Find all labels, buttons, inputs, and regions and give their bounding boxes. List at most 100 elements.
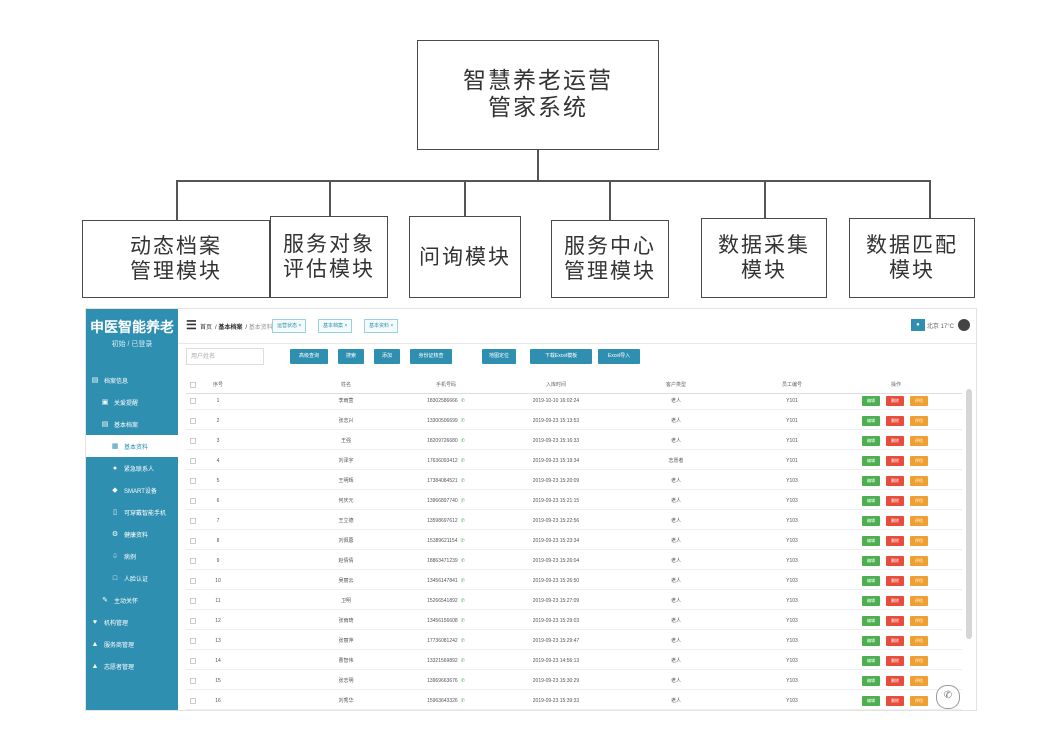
edit-button[interactable]: 编辑 bbox=[862, 536, 880, 546]
sidebar-item[interactable]: ●紧急联系人 bbox=[86, 457, 202, 479]
call-icon[interactable]: ✆ bbox=[460, 598, 465, 604]
call-icon[interactable]: ✆ bbox=[460, 398, 465, 404]
assess-button[interactable]: 评估 bbox=[910, 396, 928, 406]
assess-button[interactable]: 评估 bbox=[910, 516, 928, 526]
sidebar-item[interactable]: ♥机构管理 bbox=[86, 611, 182, 633]
menu-toggle-icon[interactable]: ☰ bbox=[186, 318, 197, 332]
row-checkbox[interactable] bbox=[190, 578, 196, 584]
row-checkbox[interactable] bbox=[190, 658, 196, 664]
assess-button[interactable]: 评估 bbox=[910, 536, 928, 546]
excel-import-button[interactable]: Excel导入 bbox=[598, 349, 640, 364]
edit-button[interactable]: 编辑 bbox=[862, 636, 880, 646]
edit-button[interactable]: 编辑 bbox=[862, 596, 880, 606]
tab-operation[interactable]: 运营状态 × bbox=[272, 319, 307, 333]
delete-button[interactable]: 删除 bbox=[886, 476, 904, 486]
sidebar-item[interactable]: ⚙健康资料 bbox=[86, 523, 202, 545]
call-icon[interactable]: ✆ bbox=[460, 518, 465, 524]
row-checkbox[interactable] bbox=[190, 678, 196, 684]
call-icon[interactable]: ✆ bbox=[460, 618, 465, 624]
call-icon[interactable]: ✆ bbox=[460, 478, 465, 484]
assess-button[interactable]: 评估 bbox=[910, 416, 928, 426]
assess-button[interactable]: 评估 bbox=[910, 616, 928, 626]
sidebar-item[interactable]: ♤病例 bbox=[86, 545, 202, 567]
edit-button[interactable]: 编辑 bbox=[862, 396, 880, 406]
row-checkbox[interactable] bbox=[190, 478, 196, 484]
row-checkbox[interactable] bbox=[190, 398, 196, 404]
assess-button[interactable]: 评估 bbox=[910, 696, 928, 706]
assess-button[interactable]: 评估 bbox=[910, 596, 928, 606]
delete-button[interactable]: 删除 bbox=[886, 616, 904, 626]
delete-button[interactable]: 删除 bbox=[886, 576, 904, 586]
sidebar-item[interactable]: ✎主动关怀 bbox=[86, 589, 192, 611]
edit-button[interactable]: 编辑 bbox=[862, 456, 880, 466]
add-button[interactable]: 添加 bbox=[374, 349, 400, 364]
edit-button[interactable]: 编辑 bbox=[862, 496, 880, 506]
delete-button[interactable]: 删除 bbox=[886, 396, 904, 406]
row-checkbox[interactable] bbox=[190, 558, 196, 564]
advanced-search-button[interactable]: 高级查询 bbox=[290, 349, 328, 364]
search-input[interactable]: 用户姓名 bbox=[186, 348, 264, 365]
call-icon[interactable]: ✆ bbox=[460, 658, 465, 664]
tab-basic-info[interactable]: 基本资料 × bbox=[364, 319, 399, 333]
edit-button[interactable]: 编辑 bbox=[862, 616, 880, 626]
sidebar-item[interactable]: □人脸认证 bbox=[86, 567, 202, 589]
assess-button[interactable]: 评估 bbox=[910, 576, 928, 586]
row-checkbox[interactable] bbox=[190, 538, 196, 544]
edit-button[interactable]: 编辑 bbox=[862, 656, 880, 666]
delete-button[interactable]: 删除 bbox=[886, 536, 904, 546]
assess-button[interactable]: 评估 bbox=[910, 496, 928, 506]
assess-button[interactable]: 评估 bbox=[910, 456, 928, 466]
call-icon[interactable]: ✆ bbox=[460, 558, 465, 564]
scrollbar[interactable] bbox=[966, 389, 972, 639]
call-icon[interactable]: ✆ bbox=[460, 638, 465, 644]
sidebar-item[interactable]: ▯可穿戴智能手机 bbox=[86, 501, 202, 523]
delete-button[interactable]: 删除 bbox=[886, 676, 904, 686]
edit-button[interactable]: 编辑 bbox=[862, 696, 880, 706]
sidebar-item[interactable]: ◆SMART设备 bbox=[86, 479, 202, 501]
row-checkbox[interactable] bbox=[190, 518, 196, 524]
sidebar-item[interactable]: ▤基本档案 bbox=[86, 413, 192, 435]
delete-button[interactable]: 删除 bbox=[886, 516, 904, 526]
call-icon[interactable]: ✆ bbox=[460, 438, 465, 444]
phone-icon[interactable]: ✆ bbox=[936, 685, 960, 709]
delete-button[interactable]: 删除 bbox=[886, 456, 904, 466]
assess-button[interactable]: 评估 bbox=[910, 656, 928, 666]
map-locate-button[interactable]: 地图定位 bbox=[482, 349, 516, 364]
call-icon[interactable]: ✆ bbox=[460, 678, 465, 684]
delete-button[interactable]: 删除 bbox=[886, 696, 904, 706]
call-icon[interactable]: ✆ bbox=[460, 578, 465, 584]
id-check-button[interactable]: 身份证核查 bbox=[410, 349, 452, 364]
sidebar-item[interactable]: ▲志愿者管理 bbox=[86, 655, 182, 677]
call-icon[interactable]: ✆ bbox=[460, 458, 465, 464]
tab-archive[interactable]: 基本档案 × bbox=[318, 319, 353, 333]
sidebar-item[interactable]: ▤档案信息 bbox=[86, 369, 182, 391]
edit-button[interactable]: 编辑 bbox=[862, 676, 880, 686]
edit-button[interactable]: 编辑 bbox=[862, 476, 880, 486]
breadcrumb-archive[interactable]: 基本档案 bbox=[218, 325, 243, 331]
edit-button[interactable]: 编辑 bbox=[862, 576, 880, 586]
assess-button[interactable]: 评估 bbox=[910, 476, 928, 486]
row-checkbox[interactable] bbox=[190, 698, 196, 704]
row-checkbox[interactable] bbox=[190, 458, 196, 464]
delete-button[interactable]: 删除 bbox=[886, 656, 904, 666]
breadcrumb-home[interactable]: 首页 bbox=[200, 325, 213, 331]
call-icon[interactable]: ✆ bbox=[460, 698, 465, 704]
delete-button[interactable]: 删除 bbox=[886, 436, 904, 446]
row-checkbox[interactable] bbox=[190, 638, 196, 644]
row-checkbox[interactable] bbox=[190, 598, 196, 604]
call-icon[interactable]: ✆ bbox=[460, 538, 465, 544]
avatar[interactable] bbox=[958, 319, 970, 331]
notification-button[interactable]: ● bbox=[910, 319, 925, 331]
delete-button[interactable]: 删除 bbox=[886, 596, 904, 606]
row-checkbox[interactable] bbox=[190, 618, 196, 624]
edit-button[interactable]: 编辑 bbox=[862, 516, 880, 526]
delete-button[interactable]: 删除 bbox=[886, 556, 904, 566]
assess-button[interactable]: 评估 bbox=[910, 636, 928, 646]
row-checkbox[interactable] bbox=[190, 418, 196, 424]
assess-button[interactable]: 评估 bbox=[910, 556, 928, 566]
assess-button[interactable]: 评估 bbox=[910, 436, 928, 446]
edit-button[interactable]: 编辑 bbox=[862, 416, 880, 426]
edit-button[interactable]: 编辑 bbox=[862, 556, 880, 566]
row-checkbox[interactable] bbox=[190, 438, 196, 444]
delete-button[interactable]: 删除 bbox=[886, 636, 904, 646]
